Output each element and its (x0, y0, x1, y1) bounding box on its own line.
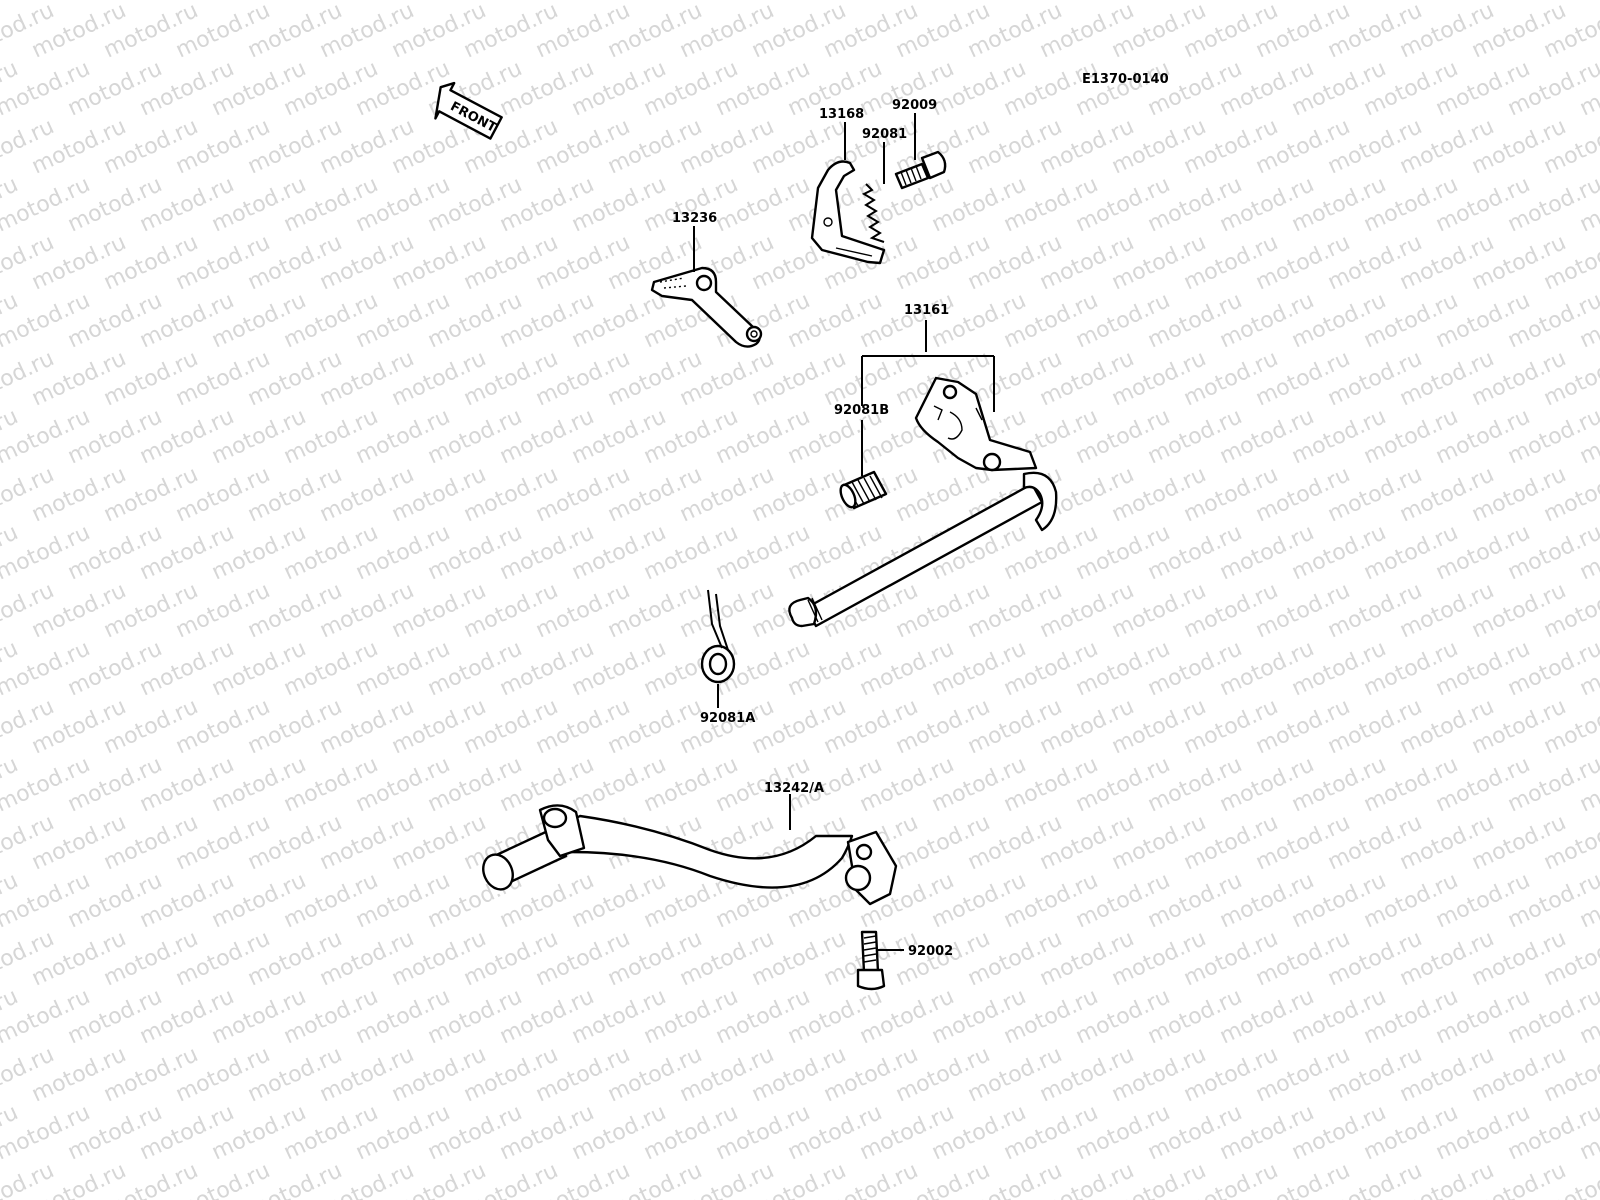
part-label-13168: 13168 (819, 107, 864, 122)
part-label-13161: 13161 (904, 303, 949, 318)
part-label-13236: 13236 (672, 211, 717, 226)
part-13161-shift-shaft (788, 376, 1058, 628)
part-13236-arm (650, 266, 763, 348)
part-13242a-shift-pedal (482, 804, 898, 906)
part-92002-bolt (856, 930, 886, 991)
part-92081a-return-spring (700, 589, 736, 684)
part-92081-spring (861, 183, 885, 243)
diagram-code: E1370-0140 (1082, 72, 1169, 87)
part-13168-bracket (810, 160, 886, 265)
part-label-92081b: 92081B (834, 403, 889, 418)
part-label-92002: 92002 (908, 944, 953, 959)
watermark-text: motod.ru (1576, 0, 1600, 5)
part-92081b-spring (839, 470, 888, 510)
leader-lines (693, 113, 995, 951)
part-label-92081: 92081 (862, 127, 907, 142)
part-label-13242a: 13242/A (764, 781, 824, 796)
part-label-92081a: 92081A (700, 711, 755, 726)
part-92009-bolt (894, 150, 947, 190)
part-label-92009: 92009 (892, 98, 937, 113)
